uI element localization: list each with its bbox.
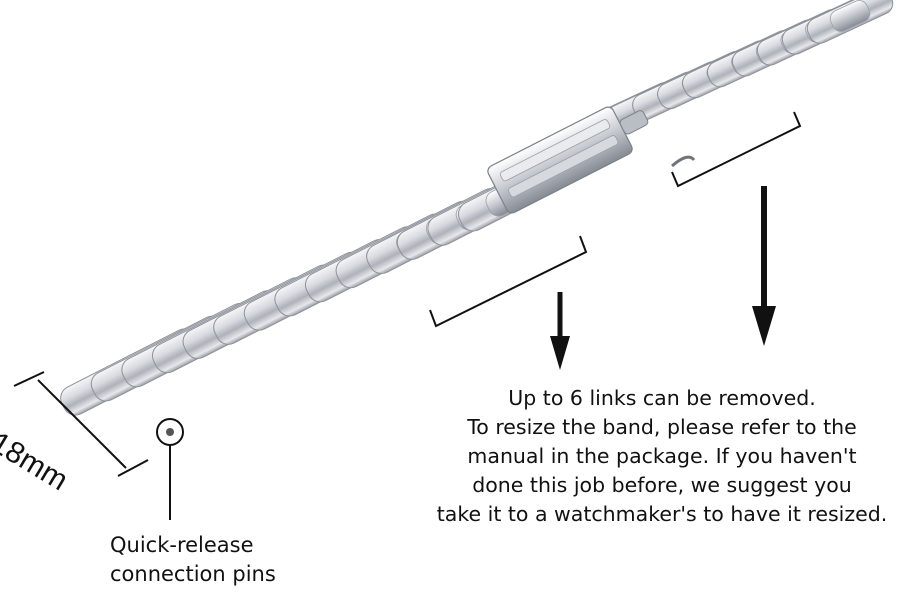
clasp	[487, 106, 649, 214]
resize-note-line: To resize the band, please refer to the	[467, 415, 857, 439]
pins-label: Quick-release connection pins	[110, 531, 276, 589]
resize-note-line: manual in the package. If you haven't	[467, 444, 857, 468]
pin-circle-icon	[156, 418, 184, 520]
pins-label-line: Quick-release	[110, 533, 254, 557]
dimension-line-icon	[13, 371, 149, 477]
down-arrow-icon	[550, 292, 570, 370]
resize-note: Up to 6 links can be removed. To resize …	[404, 384, 920, 529]
band-link	[806, 0, 894, 44]
resize-note-line: done this job before, we suggest you	[472, 473, 852, 497]
bracket-icon	[671, 111, 802, 188]
resize-note-line: take it to a watchmaker's to have it res…	[436, 502, 888, 526]
pins-label-line: connection pins	[110, 562, 276, 586]
bracket-icon	[429, 235, 588, 328]
clasp-hook	[671, 155, 696, 168]
resize-note-line: Up to 6 links can be removed.	[508, 386, 816, 410]
band-links	[60, 0, 894, 416]
down-arrow-icon	[752, 186, 776, 346]
